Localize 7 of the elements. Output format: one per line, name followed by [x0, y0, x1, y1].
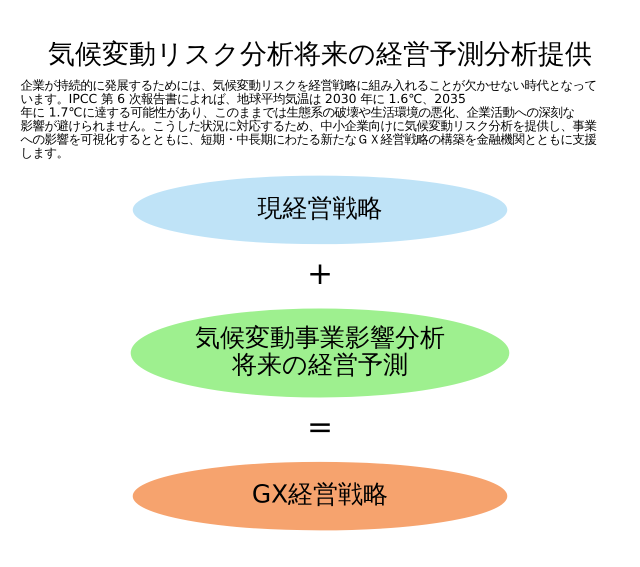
label: +	[306, 256, 334, 292]
label: =	[306, 410, 334, 446]
diagram-title: 気候変動リスク分析将来の経営予測分析提供	[48, 38, 592, 70]
node-ellipse: 気候変動事業影響分析将来の経営予測	[130, 308, 510, 398]
node-ellipse: GX経営戦略	[132, 462, 508, 530]
node-ellipse: 現経営戦略	[132, 176, 508, 244]
label: 企業が持続的に発展するためには、気候変動リスクを経営戦略に組み入れることが欠かせない時代となっています。IPCC 第 6 次報告書によれば、地球平均気温は 2030 年に 1.6℃、2035 年に 1.7℃に達する可能性があり、このままでは生態系の破壊や生活環境の悪化、企業活動への深刻な影響が避けられません。こうした状況に対応するため、中小企業向けに気候変動リスク分析を提供し、事業への影響を可視化するとともに、短期・中長期にわたる新たなＧＸ経営戦略の構築を金融機関とともに支援します。	[20, 78, 597, 160]
